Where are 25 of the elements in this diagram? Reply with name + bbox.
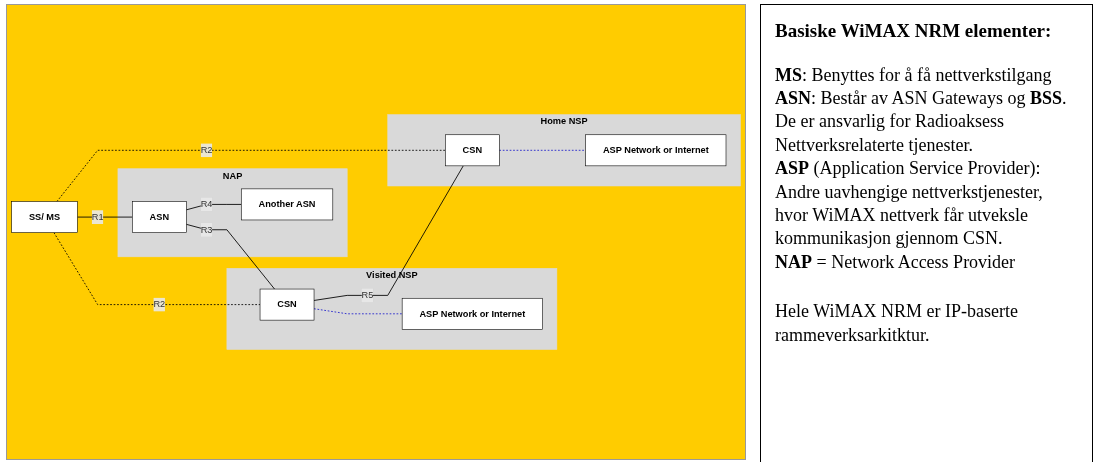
edge-label: R5 (361, 290, 374, 300)
description-text: ASP (Application Service Provider): Andre uavhengige nettverkstjenester, hvor WiMAX nettverk får utveksle kommunikasjon gjennom CSN. (775, 157, 1044, 251)
connector (185, 223, 275, 290)
connector (313, 165, 464, 301)
node-box: Another ASN (241, 188, 334, 221)
connector (56, 149, 446, 202)
node-box: ASP Network or Internet (401, 297, 543, 330)
description-text: ASN: Består av ASN Gateways og BSS. De er ansvarlig for Radioaksess Nettverksrelaterte tjenester. (775, 87, 1068, 157)
description-text: MS: Benyttes for å få nettverkstilgang (775, 63, 1053, 87)
node-box: CSN (259, 288, 315, 321)
edge-label: R2 (153, 299, 166, 310)
edge-label: R3 (200, 224, 213, 235)
node-box: CSN (445, 134, 500, 167)
connector (76, 216, 133, 218)
description-text: NAP = Network Access Provider (775, 250, 1017, 274)
connector (498, 149, 587, 151)
connector (185, 203, 242, 211)
edge-label: R1 (91, 211, 104, 222)
edge-label: R2 (200, 145, 213, 155)
description-text: Hele WiMAX NRM er IP-baserte rammeverksarkitktur. (775, 300, 1019, 347)
node-box: ASP Network or Internet (585, 134, 727, 167)
node-box: ASN (132, 201, 187, 233)
node-box: SS/ MS (11, 201, 78, 233)
edge-label: R4 (200, 199, 213, 209)
panel-heading: Basiske WiMAX NRM elementer: (775, 19, 1053, 43)
